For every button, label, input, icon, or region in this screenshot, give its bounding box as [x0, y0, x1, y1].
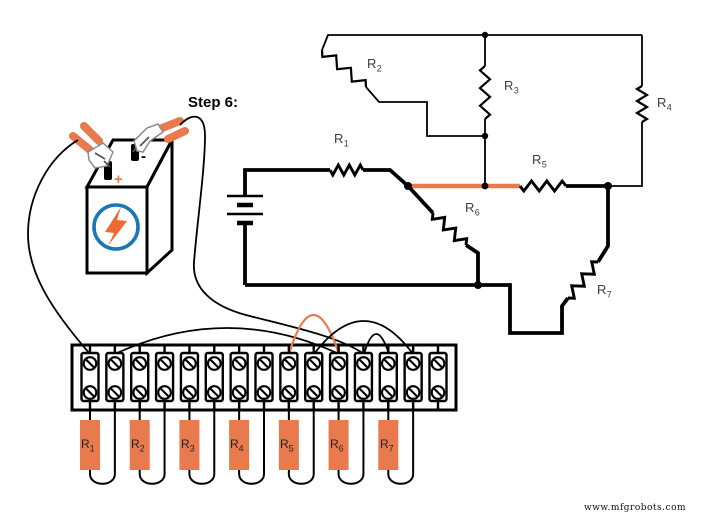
schematic-r5-label: R5 [532, 152, 548, 170]
battery-plus-label: + [114, 171, 123, 188]
step-title: Step 6: [188, 94, 239, 111]
screw-slot-icon [333, 358, 344, 369]
junction-dot [404, 182, 412, 190]
screw-slot-icon [284, 387, 294, 398]
screw-slot-icon [134, 387, 145, 398]
resistor-lead-wire [238, 403, 265, 485]
r7-loop-wire [480, 186, 610, 335]
junction-dot [481, 132, 489, 140]
resistor-body [80, 420, 100, 470]
resistor-lead-wire [89, 403, 116, 485]
jumper-t12-t13 [363, 333, 390, 355]
strip-r2-label: R2 [131, 437, 145, 454]
r6-upper-lead [406, 184, 435, 215]
screw-slot-icon [159, 358, 170, 369]
jumper-t10-t14 [313, 320, 414, 355]
resistor-body [179, 420, 200, 470]
resistor-r1-symbol [328, 161, 365, 179]
screw-slot-icon [209, 358, 220, 369]
screw-slot-icon [85, 387, 95, 398]
screw-slot-icon [184, 358, 195, 369]
screw-slot-icon [110, 358, 120, 369]
watermark: www.mfgrobots.com [584, 503, 687, 513]
jumper-t2-t11 [114, 327, 340, 355]
schematic-r7-label: R7 [597, 282, 613, 300]
schematic-r2-label: R2 [367, 56, 383, 74]
resistor-lead-loops [89, 403, 415, 485]
resistor-r7-symbol [567, 260, 599, 300]
alligator-clip-positive [69, 122, 114, 169]
strip-r4-label: R4 [230, 437, 244, 454]
battery-symbol [227, 168, 330, 285]
screw-slot-icon [234, 387, 244, 398]
schematic-r1-label: R1 [334, 131, 350, 149]
screw-slot-icon [308, 387, 319, 398]
alligator-clip-negative [132, 117, 189, 153]
junction-dot [481, 31, 489, 39]
screw-slot-icon [259, 387, 269, 398]
r6-lower-lead [464, 243, 480, 287]
screw-slot-icon [184, 387, 195, 398]
screw-slot-icon [234, 358, 244, 369]
r1-right-lead [363, 168, 410, 188]
resistor-lead-wire [138, 403, 166, 485]
schematic-r4-label: R4 [657, 95, 673, 113]
battery-minus-label: - [141, 148, 146, 165]
resistor-bodies [80, 420, 399, 470]
screw-slot-icon [159, 387, 170, 398]
strip-r3-label: R3 [181, 437, 195, 454]
screw-slot-icon [433, 358, 443, 369]
screw-slot-icon [358, 387, 369, 398]
resistor-lead-wire [188, 403, 216, 485]
battery-negative-wire [179, 115, 365, 355]
jumper-t9-t11-highlighted [287, 313, 341, 355]
lightning-bolt-icon [105, 207, 127, 246]
junction-dot [474, 281, 482, 289]
screw-slot-icon [383, 387, 394, 398]
screw-slot-icon [110, 387, 120, 398]
resistor-r3-symbol [478, 65, 492, 120]
junction-dot [481, 182, 489, 190]
schematic-r6-label: R6 [465, 200, 481, 218]
resistor-r6-symbol [430, 212, 469, 246]
r2-bottom-wire [365, 86, 485, 137]
resistor-lead-wire [287, 403, 315, 485]
resistor-body [229, 420, 250, 470]
screw-slot-icon [408, 387, 418, 398]
strip-r1-label: R1 [81, 437, 95, 454]
screw-slot-icon [308, 358, 319, 369]
screw-slot-icon [134, 358, 145, 369]
resistor-body [278, 420, 299, 470]
top-rail-wire [321, 34, 642, 51]
screw-slot-icon [408, 358, 418, 369]
screw-slot-icon [333, 387, 344, 398]
screw-slot-icon [284, 358, 294, 369]
resistor-r5-symbol [518, 178, 568, 194]
resistor-lead-wire [387, 403, 415, 485]
terminal-cells [80, 345, 448, 410]
screw-slot-icon [209, 387, 220, 398]
resistor-lead-wire [337, 403, 365, 485]
schematic-r3-label: R3 [504, 78, 520, 96]
jumper-wires [27, 115, 414, 355]
strip-r5-label: R5 [280, 437, 294, 454]
battery-illustration: + - [69, 117, 189, 277]
screw-slot-icon [358, 358, 369, 369]
resistor-body [328, 420, 349, 470]
strip-r7-label: R7 [380, 437, 394, 454]
schematic [227, 31, 650, 335]
strip-r6-label: R6 [330, 437, 344, 454]
screw-slot-icon [259, 358, 269, 369]
resistor-body [129, 420, 150, 470]
screw-slot-icon [383, 358, 394, 369]
battery-positive-wire [27, 139, 91, 355]
resistor-r2-symbol [320, 49, 368, 88]
junction-dot [604, 182, 612, 190]
screw-slot-icon [433, 387, 443, 398]
resistor-r4-symbol [634, 85, 650, 123]
resistor-body [378, 420, 399, 470]
screw-slot-icon [85, 358, 95, 369]
r4-branch-wire [608, 35, 643, 187]
